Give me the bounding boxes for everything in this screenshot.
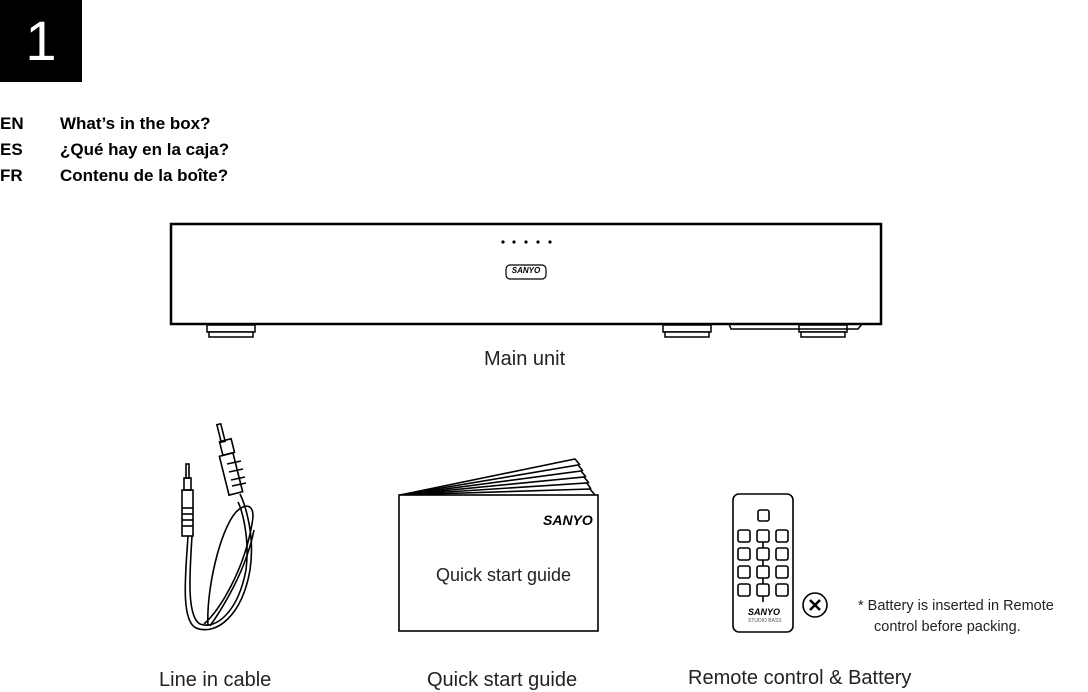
guide-cover-title: Quick start guide [436,565,572,585]
remote-subtext: STUDIO BASS [748,618,782,624]
battery-note-line1: * Battery is inserted in Remote [858,598,1054,614]
quick-start-guide-caption: Quick start guide [427,669,578,691]
language-code-en: EN [0,114,24,133]
battery-note: * Battery is inserted in Remote control … [858,596,1054,638]
heading-text-es: ¿Qué hay en la caja? [60,140,230,159]
main-unit-caption: Main unit [484,348,566,370]
main-unit-illustration [169,222,883,338]
battery-note-line2: control before packing. [874,619,1021,635]
quick-start-guide-illustration [398,458,599,632]
language-code-es: ES [0,140,23,159]
heading-text-fr: Contenu de la boîte? [60,166,229,185]
step-number-badge: 1 [0,0,82,82]
line-in-cable-illustration [181,422,255,631]
remote-control-illustration [732,493,828,633]
heading-text-en: What’s in the box? [60,114,211,133]
remote-control-caption: Remote control & Battery [688,667,912,689]
main-unit-logo: SANYO [511,266,541,275]
remote-logo: SANYO [748,607,781,617]
line-in-cable-caption: Line in cable [159,669,272,691]
guide-cover-logo: SANYO [543,512,593,528]
language-code-fr: FR [0,166,23,185]
